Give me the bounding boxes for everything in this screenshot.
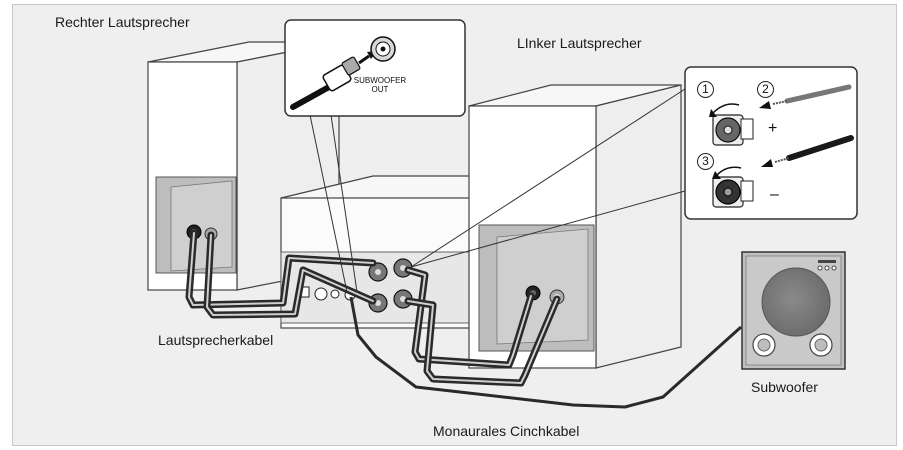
mono-cinch-cable-label: Monaurales Cinchkabel bbox=[433, 423, 580, 439]
binding-post-inset bbox=[684, 66, 858, 220]
speaker-cable-label: Lautsprecherkabel bbox=[158, 332, 274, 348]
step-2-marker: 2 bbox=[757, 81, 774, 98]
speaker-cables bbox=[185, 229, 561, 387]
subwoofer-out-label: SUBWOOFER OUT bbox=[350, 76, 410, 94]
step-1-marker: 1 bbox=[697, 81, 714, 98]
minus-sign: – bbox=[770, 186, 779, 203]
subwoofer-out-line2: OUT bbox=[371, 85, 389, 94]
subwoofer-out-inset bbox=[284, 19, 466, 117]
subwoofer-unit bbox=[741, 251, 846, 370]
mono-cinch-cable bbox=[349, 296, 743, 409]
callout-lines bbox=[309, 88, 686, 293]
right-speaker-label: Rechter Lautsprecher bbox=[55, 14, 190, 30]
diagram-frame: Rechter Lautsprecher LInker Lautsprecher… bbox=[12, 4, 897, 446]
step-3-marker: 3 bbox=[697, 153, 714, 170]
left-speaker bbox=[468, 84, 682, 369]
connection-diagram bbox=[147, 19, 858, 409]
center-unit bbox=[280, 175, 484, 329]
subwoofer-label: Subwoofer bbox=[751, 379, 818, 395]
plus-sign: + bbox=[768, 120, 778, 137]
subwoofer-out-line1: SUBWOOFER bbox=[353, 76, 407, 85]
left-speaker-label: LInker Lautsprecher bbox=[517, 35, 642, 51]
right-speaker bbox=[147, 41, 340, 291]
